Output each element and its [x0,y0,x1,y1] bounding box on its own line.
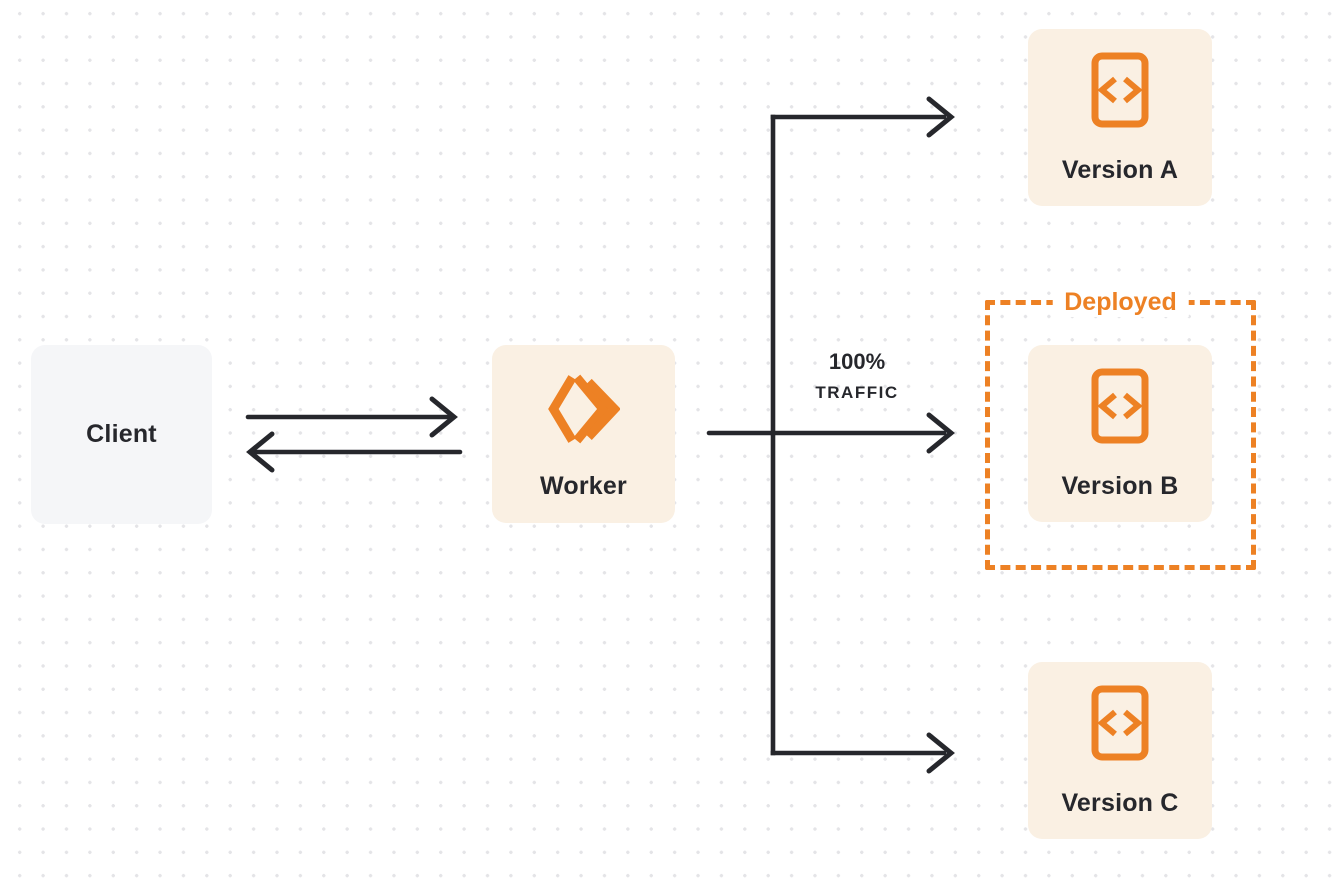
router-trunk-line [706,114,776,756]
branch-arrow-version-a [770,96,955,138]
traffic-word-text: TRAFFIC [815,383,899,402]
deployed-badge: Deployed [1052,288,1189,317]
version-b-label: Version B [1061,472,1179,500]
workers-logo-icon [547,372,620,446]
version-b-node: Version B [1028,345,1212,522]
code-icon [1091,52,1149,128]
version-a-label: Version A [1061,156,1179,184]
request-arrow [245,396,458,438]
version-c-label: Version C [1061,789,1179,817]
version-a-node: Version A [1028,29,1212,206]
client-node: Client [31,345,212,524]
response-arrow [246,431,463,473]
branch-arrow-version-b [770,412,955,454]
worker-label: Worker [540,472,627,500]
version-c-node: Version C [1028,662,1212,839]
traffic-percent-text: 100% [828,349,886,374]
branch-arrow-version-c [770,732,955,774]
code-icon [1091,368,1149,444]
code-icon [1091,685,1149,761]
client-label: Client [86,420,157,448]
traffic-annotation: 100% TRAFFIC [777,349,937,402]
worker-node: Worker [492,345,675,523]
